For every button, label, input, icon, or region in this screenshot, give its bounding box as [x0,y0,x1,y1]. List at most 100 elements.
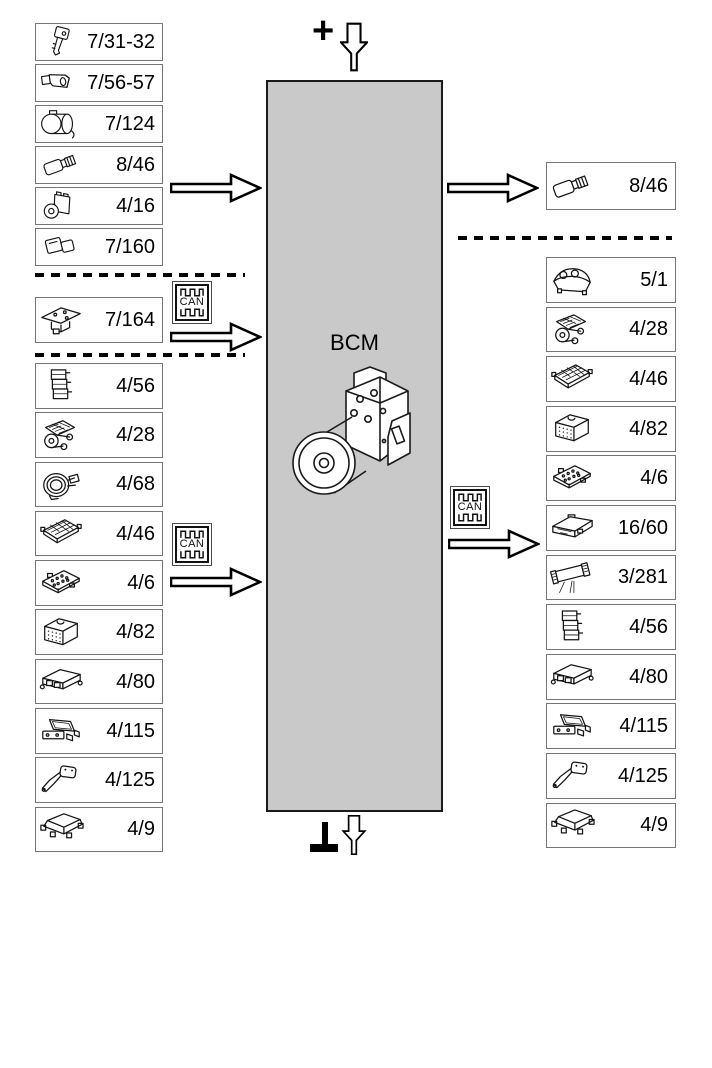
component-id-label: 7/31-32 [87,31,155,53]
pump-unit-icon [38,190,84,222]
component-box: 16/60 [546,504,676,551]
component-id-label: 7/56-57 [87,72,155,94]
power-feed-arrow-icon [340,22,368,72]
arm-sensor-icon [38,761,84,799]
component-box: 8/46 [35,146,163,184]
component-id-label: 4/80 [629,665,668,688]
component-box: 7/31-32 [35,23,163,61]
bracket-module-icon [549,707,595,746]
can-label: CAN [457,501,483,513]
component-id-label: 7/164 [104,309,155,331]
component-id-label: 7/160 [104,236,155,258]
component-box: 4/125 [546,752,676,799]
large-module-icon [549,806,595,845]
component-id-label: 8/46 [116,154,155,176]
component-box: 4/56 [35,363,163,409]
relay-icon [38,231,84,263]
component-id-label: 4/115 [619,715,668,738]
connector-strip-icon [549,558,595,597]
component-id-label: 16/60 [617,516,668,539]
flow-arrow-left-bottom [170,567,262,597]
connector-stack-icon [38,367,84,405]
component-box: 4/80 [35,658,163,705]
bulb-icon [38,149,84,181]
right-component-group-bottom: 5/1 4/28 4/46 4/82 4/6 [546,257,676,849]
can-label: CAN [179,296,205,308]
component-box: 7/164 [35,297,163,343]
dashed-separator [458,236,672,240]
can-bus-badge: CAN [450,486,490,529]
can-wave-icon [180,288,204,297]
component-box: 4/56 [546,604,676,650]
component-box: 4/46 [546,356,676,402]
component-id-label: 4/82 [629,417,668,440]
component-id-label: 4/16 [116,195,155,217]
component-id-label: 4/28 [629,318,668,341]
dashed-separator [35,353,245,357]
can-wave-icon [180,530,204,539]
pin-plate-icon [549,459,595,498]
component-box: 4/125 [35,757,163,803]
right-component-group-top: 8/46 [546,162,676,210]
can-wave-icon [180,308,204,317]
motor-cylinder-icon [38,108,84,140]
component-box: 8/46 [546,162,676,210]
large-ecu-icon [549,509,595,548]
flow-arrow-left-middle [170,322,262,352]
can-bus-badge: CAN [172,281,212,324]
bracket-plate-icon [38,301,84,340]
pin-grid-ecu-icon [549,360,595,399]
component-id-label: 4/80 [116,670,155,693]
component-box: 7/160 [35,228,163,266]
left-component-group-middle: 7/164 [35,297,163,343]
heatsink-module-icon [549,409,595,448]
component-id-label: 4/82 [116,621,155,644]
can-wave-icon [458,513,482,522]
component-box: 4/9 [546,802,676,849]
dashed-separator [35,273,245,277]
flow-arrow-right-top [447,173,539,203]
component-id-label: 4/68 [116,473,155,496]
arm-sensor-icon [549,757,595,796]
can-bus-badge-frame: CAN [453,489,487,526]
flow-arrow-left-top [170,173,262,203]
flat-ecu-icon [549,657,595,696]
ground-icon [310,822,338,852]
component-box: 5/1 [546,257,676,303]
damper-motor-icon [38,416,84,454]
component-id-label: 4/125 [617,764,668,787]
component-box: 3/281 [546,554,676,601]
component-id-label: 4/56 [116,374,155,397]
can-label: CAN [179,538,205,550]
component-id-label: 4/9 [127,818,155,841]
component-id-label: 4/6 [640,467,668,490]
can-bus-badge: CAN [172,523,212,566]
battery-plus-symbol: + [312,10,335,52]
key-icon [38,26,84,58]
bracket-module-icon [38,712,84,750]
component-box: 4/28 [35,412,163,458]
can-bus-badge-frame: CAN [175,284,209,321]
component-id-label: 4/9 [640,814,668,837]
component-id-label: 4/125 [104,769,155,792]
left-component-group-bottom: 4/56 4/28 4/68 4/46 4/6 [35,363,163,853]
component-id-label: 4/28 [116,424,155,447]
left-component-group-top: 7/31-32 7/56-57 7/124 8/46 4/16 [35,23,163,266]
component-box: 4/115 [546,703,676,750]
component-id-label: 3/281 [617,566,668,589]
damper-motor-icon [549,310,595,349]
component-box: 7/56-57 [35,64,163,102]
component-box: 4/9 [35,806,163,853]
ground-feed-arrow-icon [341,815,367,855]
flat-ecu-icon [38,662,84,700]
component-id-label: 8/46 [629,175,668,197]
component-id-label: 4/46 [116,522,155,545]
component-box: 4/6 [546,455,676,502]
component-box: 4/68 [35,461,163,508]
component-id-label: 4/6 [127,571,155,594]
component-box: 7/124 [35,105,163,143]
component-box: 4/16 [35,187,163,225]
bcm-label: BCM [330,330,379,355]
large-module-icon [38,810,84,848]
component-box: 4/115 [35,708,163,754]
